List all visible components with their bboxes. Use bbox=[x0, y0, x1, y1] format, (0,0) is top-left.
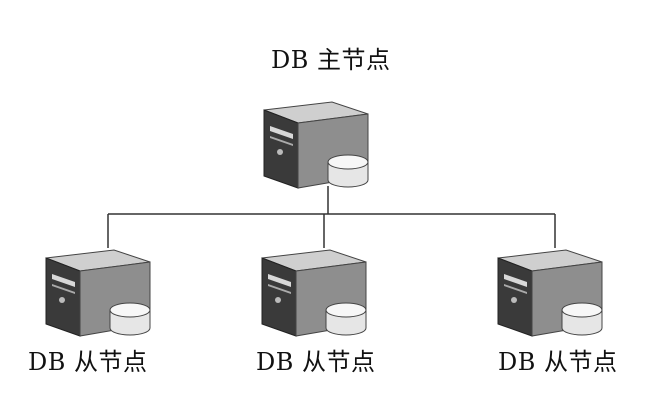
slave-server-icon-3 bbox=[492, 244, 622, 340]
slave-node-label-2: DB 从节点 bbox=[256, 348, 376, 376]
database-cylinder-icon bbox=[327, 154, 369, 188]
slave-node-label-1: DB 从节点 bbox=[28, 348, 148, 376]
database-cylinder-icon bbox=[109, 302, 151, 336]
master-node-label: DB 主节点 bbox=[271, 46, 391, 74]
slave-server-icon-2 bbox=[256, 244, 386, 340]
slave-node-label-3: DB 从节点 bbox=[498, 348, 618, 376]
database-cylinder-icon bbox=[561, 302, 603, 336]
database-cylinder-icon bbox=[325, 302, 367, 336]
slave-server-icon-1 bbox=[40, 244, 170, 340]
master-server-icon bbox=[258, 96, 388, 192]
